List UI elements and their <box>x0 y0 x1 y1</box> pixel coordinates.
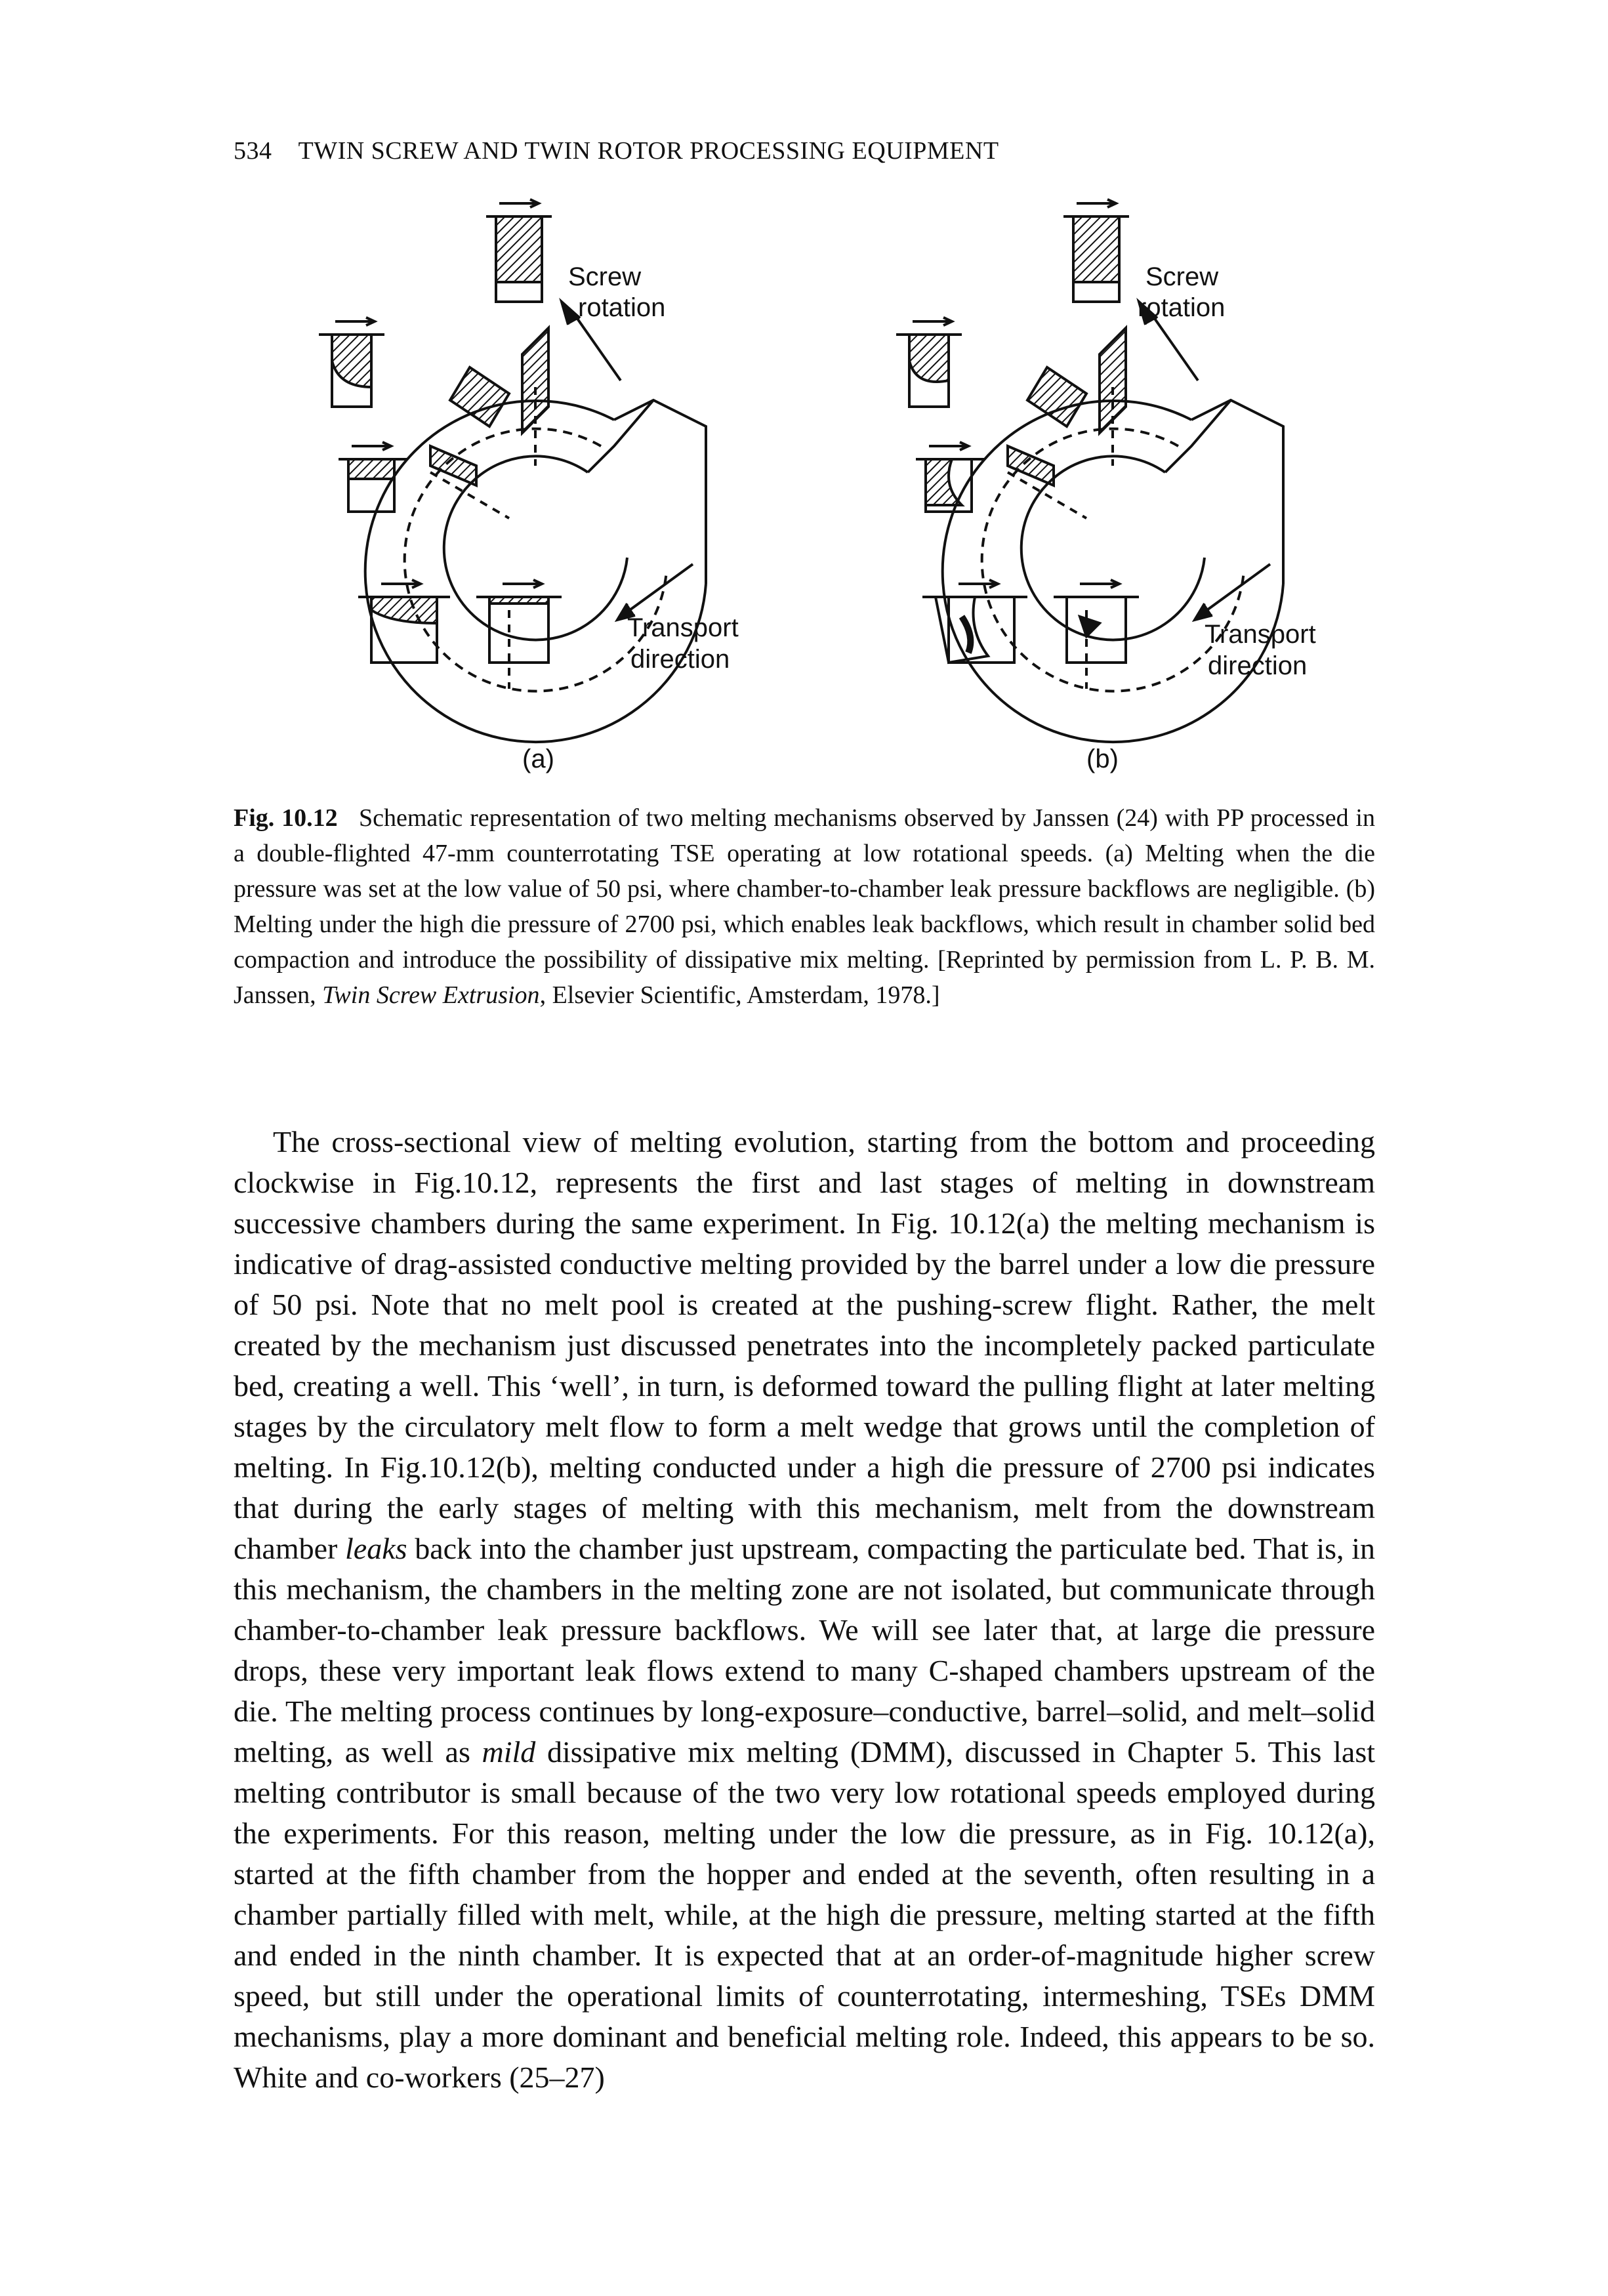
running-title: TWIN SCREW AND TWIN ROTOR PROCESSING EQU… <box>298 137 999 165</box>
paragraph-part-1: The cross-sectional view of melting evol… <box>234 1125 1375 1565</box>
panel-a-cup-bottom <box>476 596 562 664</box>
panel-b-cup-top <box>1063 215 1129 303</box>
panel-a-transport-label-1: Transport <box>627 613 739 642</box>
body-paragraph: The cross-sectional view of melting evol… <box>234 1122 1375 2098</box>
panel-a-label: (a) <box>522 745 554 773</box>
panel-b-cup-bottom <box>1054 596 1139 664</box>
panel-a-transport-label-2: direction <box>630 645 730 674</box>
panel-b-screw-label-2: rotation <box>1138 293 1225 322</box>
figure-10-12: Screw rotation Transport direction (a) <box>234 190 1395 800</box>
panel-a-cup-upper-left <box>319 333 384 408</box>
figure-caption: Fig. 10.12 Schematic representation of t… <box>234 800 1375 1013</box>
panel-b-screw-label-1: Screw <box>1145 262 1218 291</box>
panel-b-arrows <box>913 198 1271 623</box>
emphasis-leaks: leaks <box>345 1532 407 1565</box>
panel-a-cup-bottom-left <box>358 596 450 664</box>
emphasis-mild: mild <box>482 1735 536 1769</box>
panel-a-screw-label-1: Screw <box>568 262 641 291</box>
body-text: The cross-sectional view of melting evol… <box>234 1122 1375 2098</box>
page-number: 534 <box>234 137 272 165</box>
panel-b-cup-left <box>916 458 985 513</box>
figure-drawing: Screw rotation Transport direction (a) <box>319 198 1316 773</box>
panel-a-cup-top <box>486 215 552 303</box>
panel-b-label: (b) <box>1086 745 1119 773</box>
paragraph-part-3: dissipative mix melting (DMM), discussed… <box>234 1735 1375 2094</box>
caption-label: Fig. 10.12 <box>234 804 338 832</box>
panel-b-transport-label-2: direction <box>1208 651 1307 680</box>
panel-a-drawing <box>319 198 707 744</box>
running-head: 534 TWIN SCREW AND TWIN ROTOR PROCESSING … <box>234 136 999 165</box>
caption-italic-title: Twin Screw Extrusion <box>322 981 540 1009</box>
panel-a-arrows <box>335 198 694 623</box>
paragraph-part-2: back into the chamber just upstream, com… <box>234 1532 1375 1769</box>
panel-b-cup-bottom-left <box>922 596 1027 665</box>
caption-text-2: , Elsevier Scientific, Amsterdam, 1978.] <box>539 981 940 1009</box>
panel-a-screw-label-2: rotation <box>578 293 665 322</box>
caption-text-1: Schematic representation of two melting … <box>234 804 1375 1009</box>
panel-b-cup-upper-left <box>896 333 962 408</box>
panel-a-cup-left <box>339 458 407 513</box>
panel-b-transport-label-1: Transport <box>1205 620 1316 649</box>
panel-b-drawing <box>896 198 1285 744</box>
